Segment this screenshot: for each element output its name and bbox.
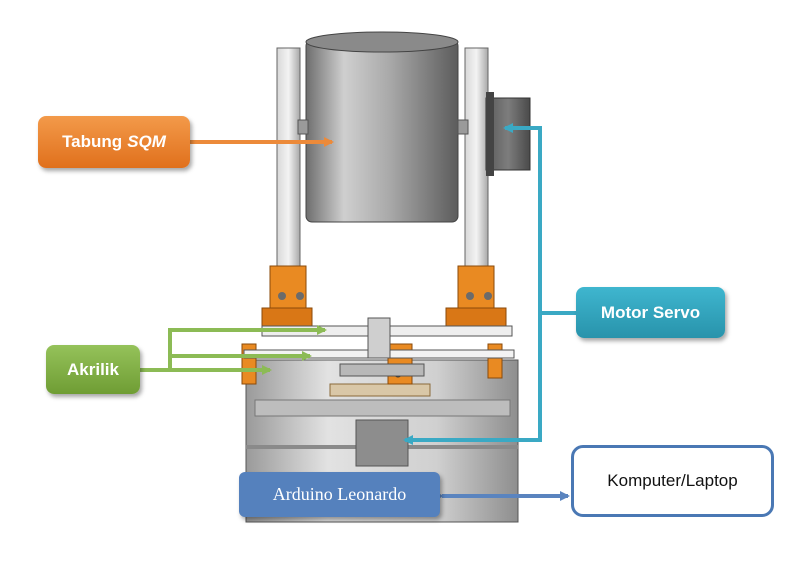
label-komputer-laptop: Komputer/Laptop (571, 445, 774, 517)
label-tabung-text: Tabung (62, 132, 123, 151)
servo-cable-arrow (403, 313, 542, 445)
orange-brackets (241, 265, 507, 385)
label-akrilik: Akrilik (46, 345, 140, 394)
servo-motor (485, 92, 531, 176)
support-pillars (276, 47, 489, 274)
motor-servo-arrow (503, 123, 576, 315)
sqm-tube (297, 31, 469, 223)
label-motor-servo: Motor Servo (576, 287, 725, 338)
label-arduino-leonardo: Arduino Leonardo (239, 472, 440, 517)
label-tabung-italic: SQM (127, 132, 166, 151)
label-tabung-sqm: Tabung SQM (38, 116, 190, 168)
